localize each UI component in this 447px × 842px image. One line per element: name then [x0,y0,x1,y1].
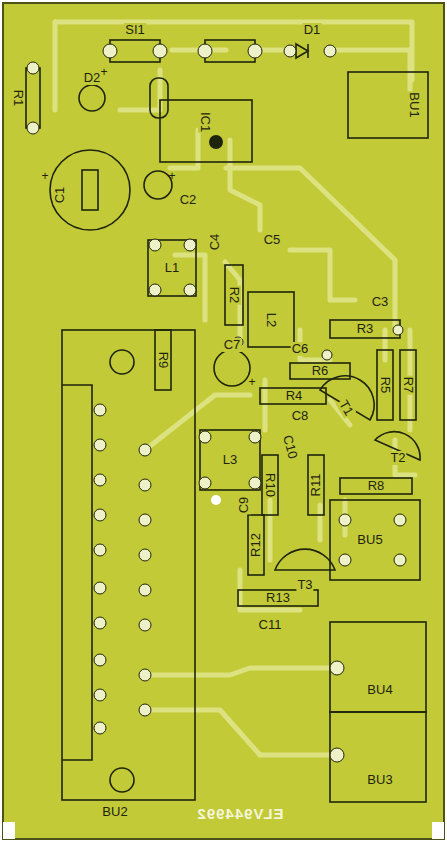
part-name: C1 [53,186,67,205]
part-name: R11 [309,473,323,498]
part-name: R7 [401,376,415,395]
polarity-mark: + [167,169,176,183]
part-name: R12 [249,532,263,558]
part-name: R8 [367,479,386,493]
part-name: R9 [156,351,170,370]
part-name: C9 [237,496,251,515]
polarity-mark: + [99,65,108,79]
board-id: ELV944992 [195,807,284,821]
mounting-hole [211,495,221,505]
part-name: BU2 [101,805,128,819]
part-name: IC1 [198,111,212,133]
part-name: T3 [296,578,313,592]
part-name: BU4 [366,683,393,697]
part-name: R3 [356,322,375,336]
part-name: R13 [265,591,291,605]
polarity-mark: + [40,169,49,183]
part-name: R2 [227,286,241,305]
part-name: C4 [208,233,222,252]
part-name: BU3 [366,773,393,787]
part-name: SI1 [124,23,146,37]
part-name: BU1 [407,91,421,118]
solder-pads [27,44,406,762]
part-name: R4 [285,389,304,403]
part-name: C8 [291,409,310,423]
part-name: BU5 [356,533,383,547]
polarity-mark: + [247,375,256,389]
part-name: C3 [371,295,390,309]
part-name: C11 [258,618,283,632]
part-name: L1 [164,261,180,275]
ic-tab-hole [209,135,223,149]
board [3,3,444,839]
copper-traces [55,22,415,755]
part-name: R6 [311,364,330,378]
part-name: L2 [264,312,278,328]
silkscreen-outlines [26,40,428,802]
part-name: C5 [263,233,282,247]
part-name: R1 [11,89,25,108]
part-name: T2 [389,451,406,465]
part-name: L3 [222,453,238,467]
part-name: C7 [223,338,242,352]
part-name: D2 [83,71,102,85]
part-name: R10 [263,472,277,498]
part-name: C6 [291,342,310,356]
part-name: R5 [378,376,392,395]
part-name: C2 [179,193,198,207]
part-name: D1 [303,23,322,37]
